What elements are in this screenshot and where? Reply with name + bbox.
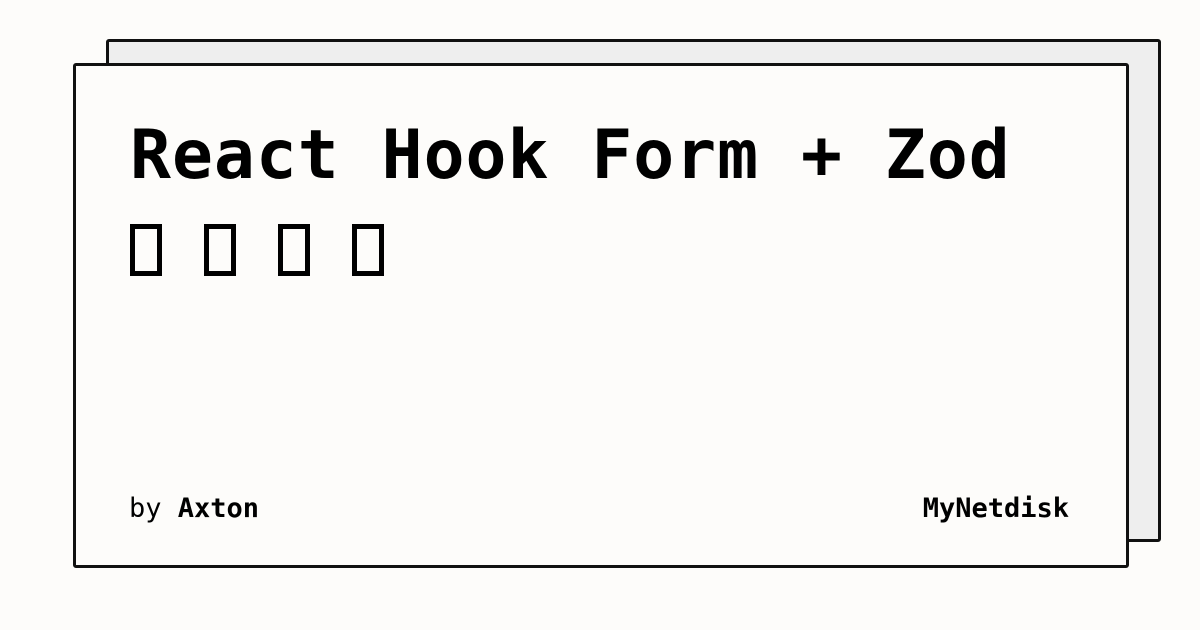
missing-glyph-box	[130, 224, 162, 276]
title-line-1: React Hook Form + Zod	[130, 116, 1011, 195]
og-card	[73, 63, 1129, 568]
author-name: Axton	[177, 493, 260, 524]
site-name: MyNetdisk	[922, 493, 1069, 524]
byline: by Axton	[129, 492, 259, 526]
page-title: React Hook Form + Zod	[130, 112, 1090, 298]
missing-glyph-box	[203, 224, 236, 276]
missing-glyph-box	[351, 224, 384, 276]
by-label: by	[129, 493, 162, 524]
missing-glyph-box	[277, 224, 310, 276]
title-line-2-missing-glyphs	[130, 210, 1090, 298]
